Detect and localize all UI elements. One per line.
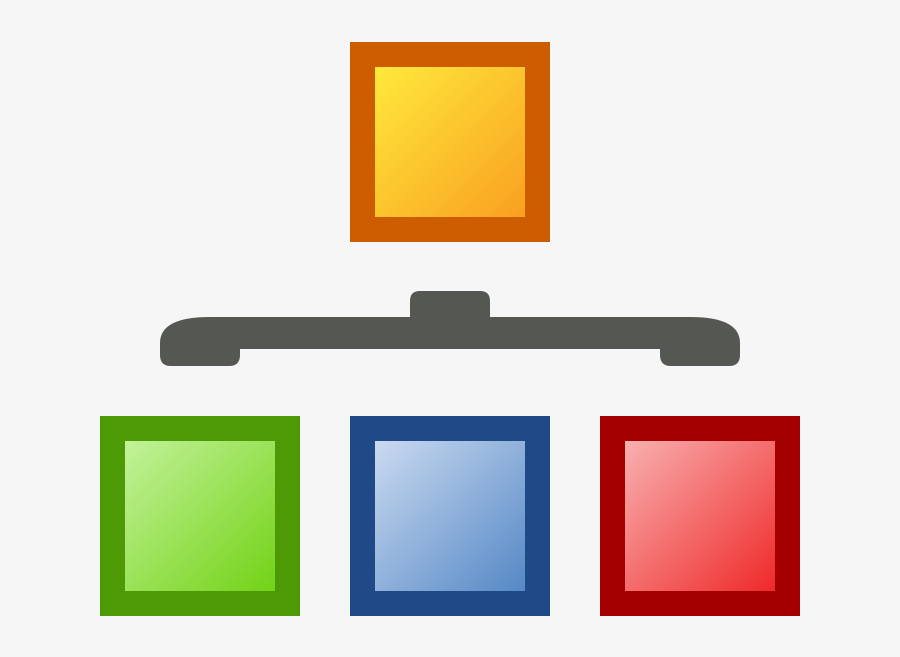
child-node-blue-square (350, 416, 550, 616)
child-node-green-square (100, 416, 300, 616)
hierarchy-connector (160, 291, 740, 366)
parent-node-square (350, 42, 550, 242)
child-node-red-square (600, 416, 800, 616)
